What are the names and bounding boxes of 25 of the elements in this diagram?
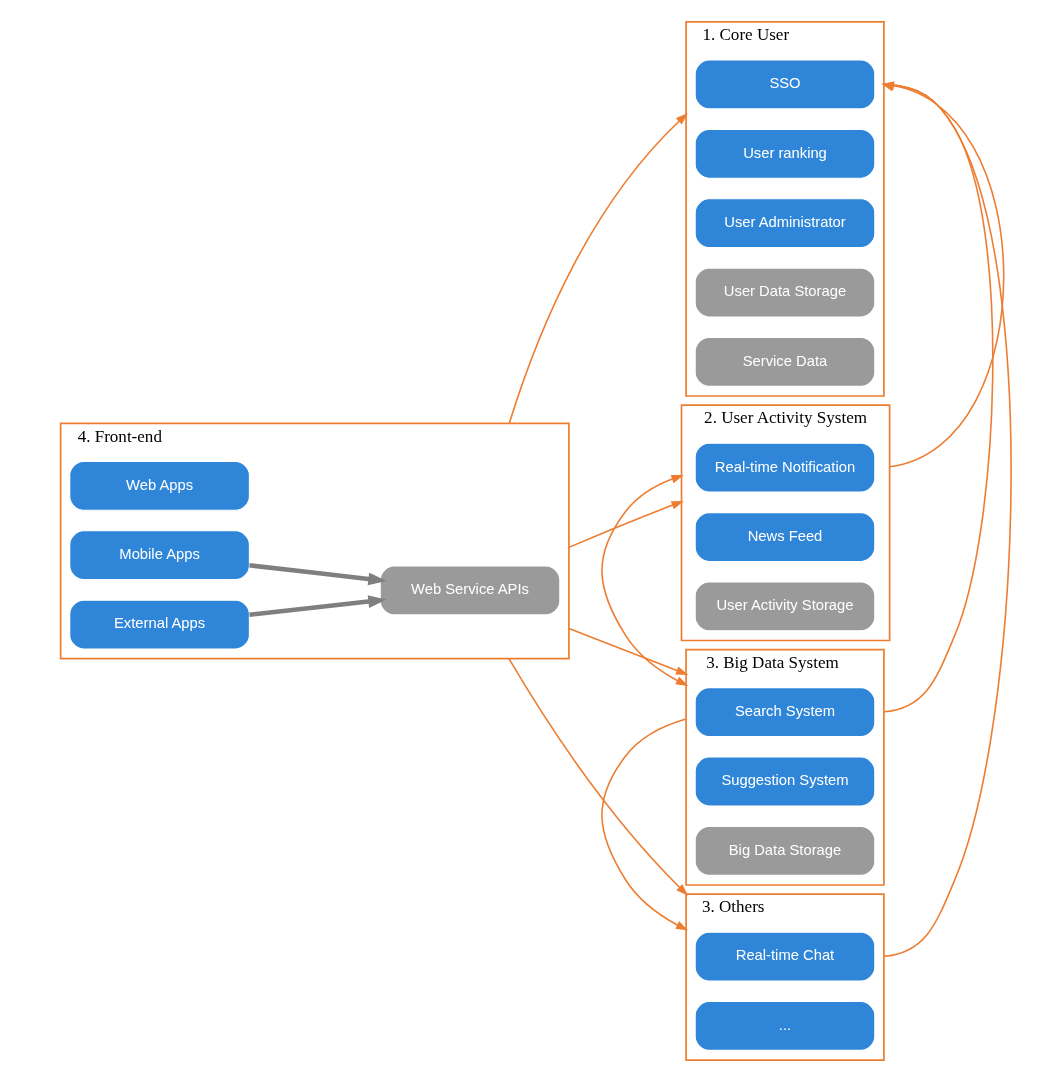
node-box: Mobile Apps [69, 530, 250, 581]
node-box: Service Data [694, 336, 876, 387]
node-box: Suggestion System [694, 756, 876, 807]
node-box: Search System [694, 687, 876, 738]
arrow [249, 563, 387, 586]
node-box: Web Apps [69, 460, 250, 511]
arrow [568, 500, 684, 549]
node-box: User Administrator [694, 198, 876, 249]
node-box: Big Data Storage [694, 825, 876, 876]
node-box: Real-time Notification [694, 442, 876, 493]
arrow [601, 718, 689, 931]
arrow [601, 475, 689, 687]
node-box: Real-time Chat [694, 931, 876, 982]
node-box: External Apps [69, 599, 250, 650]
node-box: User ranking [694, 128, 876, 179]
node-box: ... [694, 1000, 876, 1051]
node-box: News Feed [694, 512, 876, 563]
arrow [508, 113, 688, 425]
arrow [568, 627, 689, 675]
node-box: Web Service APIs [379, 565, 561, 616]
arrow [508, 657, 689, 896]
arrow [249, 595, 387, 617]
node-box: User Activity Storage [694, 581, 876, 632]
node-box: SSO [694, 59, 876, 110]
node-box: User Data Storage [694, 267, 876, 318]
